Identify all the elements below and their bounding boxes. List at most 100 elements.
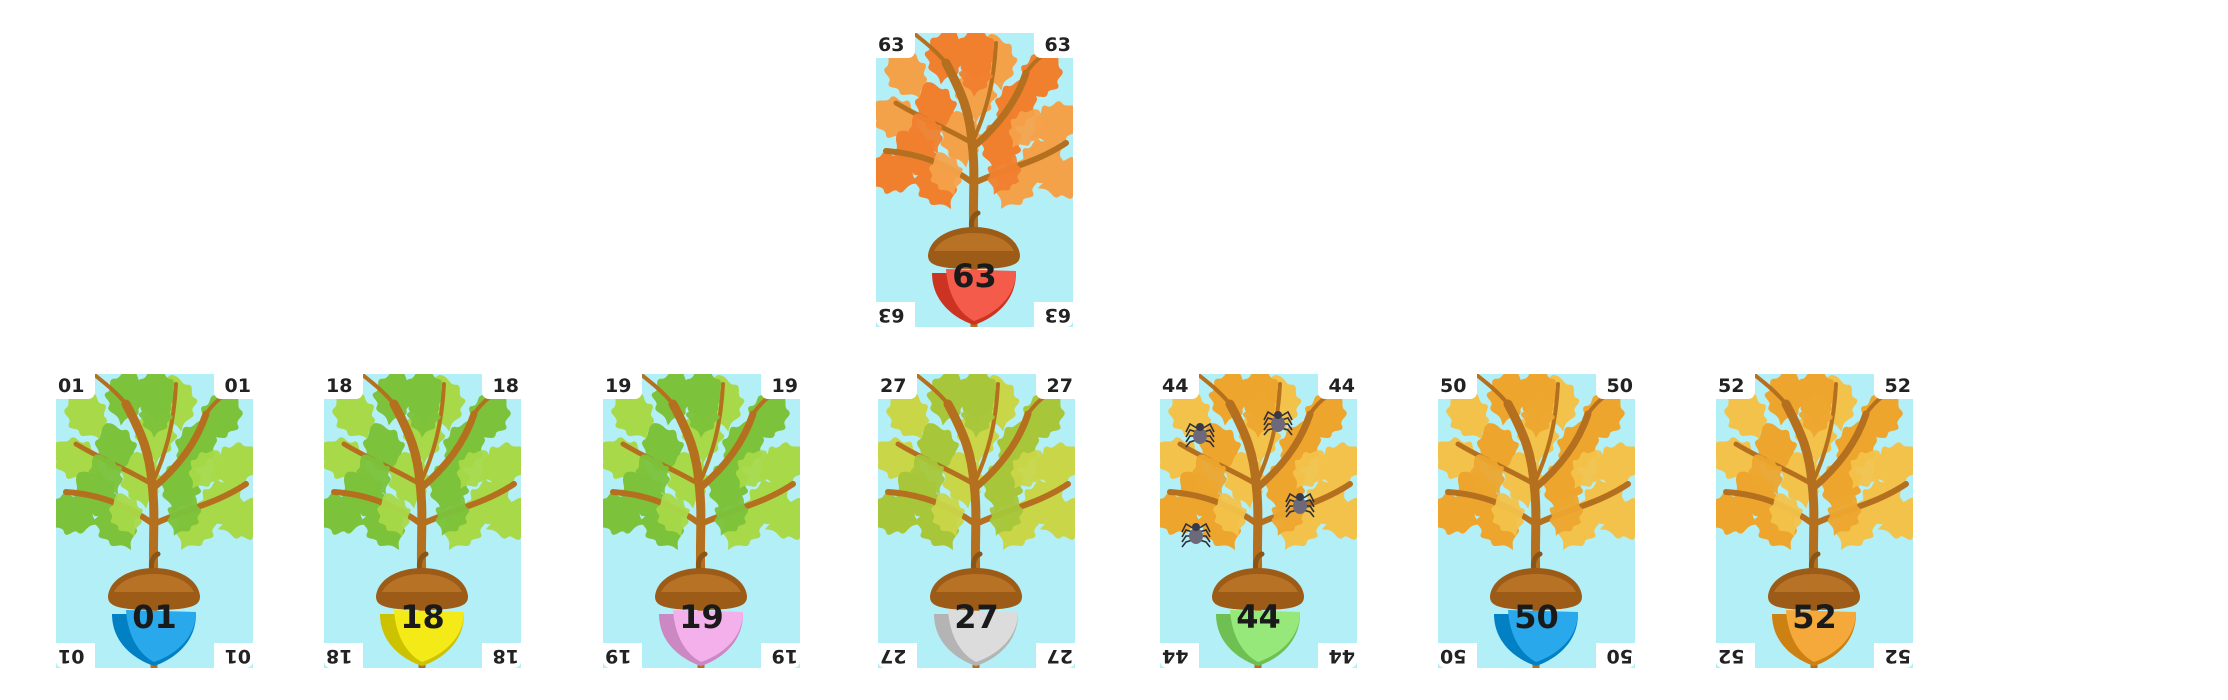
oak-leaf-icon bbox=[886, 389, 929, 440]
oak-leaf-icon bbox=[217, 498, 253, 540]
oak-leaf-icon bbox=[917, 423, 959, 478]
oak-leaf-icon bbox=[924, 33, 967, 85]
oak-tree-art bbox=[878, 374, 1075, 668]
card-19[interactable]: 19 19 19 19 19 bbox=[603, 374, 800, 668]
oak-leaf-icon bbox=[651, 374, 694, 426]
oak-leaf-icon bbox=[1570, 450, 1606, 489]
oak-leaf-icon bbox=[324, 437, 370, 480]
card-18[interactable]: 18 18 18 18 18 bbox=[324, 374, 521, 668]
card-rank-bottom-right: 52 bbox=[1874, 643, 1913, 668]
oak-leaf-icon bbox=[642, 423, 684, 478]
oak-leaf-icon bbox=[735, 450, 771, 489]
oak-leaf-icon bbox=[485, 498, 521, 540]
card-rank-top-left: 63 bbox=[876, 33, 915, 58]
oak-leaf-icon bbox=[1764, 374, 1807, 426]
card-rank-top-right: 19 bbox=[761, 374, 800, 399]
acorn-icon bbox=[655, 551, 747, 666]
acorn-number: 63 bbox=[952, 257, 997, 295]
oak-leaf-icon bbox=[714, 493, 749, 536]
spider-icon bbox=[1181, 522, 1211, 548]
card-rank-top-right: 44 bbox=[1318, 374, 1357, 399]
oak-leaf-icon bbox=[1039, 498, 1075, 540]
card-rank-top-left: 27 bbox=[878, 374, 917, 399]
card-rank-bottom-left: 18 bbox=[324, 643, 363, 668]
oak-tree-art bbox=[56, 374, 253, 668]
oak-leaf-icon bbox=[456, 450, 492, 489]
card-rank-bottom-right: 27 bbox=[1036, 643, 1075, 668]
oak-leaf-icon bbox=[1549, 493, 1584, 536]
oak-leaf-icon bbox=[377, 493, 411, 537]
card-27[interactable]: 27 27 27 27 27 bbox=[878, 374, 1075, 668]
oak-leaf-icon bbox=[1716, 437, 1762, 480]
card-rank-top-right: 63 bbox=[1034, 33, 1073, 58]
oak-leaf-icon bbox=[356, 454, 391, 495]
oak-leaf-icon bbox=[1160, 493, 1204, 535]
oak-leaf-icon bbox=[603, 493, 647, 535]
spider-icon bbox=[1285, 492, 1315, 518]
acorn-icon bbox=[930, 551, 1022, 666]
card-rank-top-right: 52 bbox=[1874, 374, 1913, 399]
oak-leaf-icon bbox=[1870, 442, 1913, 485]
oak-leaf-icon bbox=[1008, 109, 1044, 148]
oak-leaf-icon bbox=[1748, 454, 1783, 495]
acorn-icon bbox=[1768, 551, 1860, 666]
card-50[interactable]: 50 50 50 50 50 bbox=[1438, 374, 1635, 668]
acorn-icon bbox=[108, 551, 200, 666]
card-44[interactable]: 44 44 44 44 44 bbox=[1160, 374, 1357, 668]
card-rank-bottom-left: 50 bbox=[1438, 643, 1477, 668]
card-63[interactable]: 63 63 63 63 63 bbox=[876, 33, 1073, 327]
oak-leaf-icon bbox=[635, 454, 670, 495]
oak-leaf-icon bbox=[989, 493, 1024, 536]
acorn-icon bbox=[376, 551, 468, 666]
oak-leaf-icon bbox=[1208, 374, 1251, 426]
card-rank-bottom-left: 19 bbox=[603, 643, 642, 668]
oak-leaf-icon bbox=[332, 389, 375, 440]
oak-leaf-icon bbox=[435, 493, 470, 536]
card-01[interactable]: 01 01 01 01 01 bbox=[56, 374, 253, 668]
oak-leaf-icon bbox=[1848, 450, 1884, 489]
oak-leaf-icon bbox=[611, 389, 654, 440]
card-rank-top-left: 52 bbox=[1716, 374, 1755, 399]
oak-leaf-icon bbox=[961, 392, 995, 438]
oak-tree-art bbox=[1716, 374, 1913, 668]
oak-leaf-icon bbox=[1213, 493, 1247, 537]
oak-leaf-icon bbox=[1592, 442, 1635, 485]
oak-leaf-icon bbox=[926, 374, 969, 426]
acorn-icon bbox=[928, 210, 1020, 325]
oak-leaf-icon bbox=[1477, 423, 1519, 478]
oak-leaf-icon bbox=[56, 493, 100, 535]
oak-leaf-icon bbox=[1716, 493, 1760, 535]
oak-leaf-icon bbox=[139, 392, 173, 438]
acorn-icon bbox=[1490, 551, 1582, 666]
card-rank-top-right: 18 bbox=[482, 374, 521, 399]
acorn-number: 27 bbox=[954, 598, 999, 636]
card-52[interactable]: 52 52 52 52 52 bbox=[1716, 374, 1913, 668]
oak-leaf-icon bbox=[1438, 493, 1482, 535]
oak-leaf-icon bbox=[884, 48, 927, 99]
oak-leaf-icon bbox=[1292, 450, 1328, 489]
oak-tree-art bbox=[1438, 374, 1635, 668]
card-rank-bottom-left: 63 bbox=[876, 302, 915, 327]
card-rank-bottom-right: 01 bbox=[214, 643, 253, 668]
oak-leaf-icon bbox=[915, 82, 957, 137]
oak-leaf-icon bbox=[1037, 157, 1073, 199]
oak-leaf-icon bbox=[1755, 423, 1797, 478]
oak-tree-art bbox=[324, 374, 521, 668]
oak-tree-art bbox=[1160, 374, 1357, 668]
card-rank-bottom-right: 63 bbox=[1034, 302, 1073, 327]
oak-leaf-icon bbox=[1486, 374, 1529, 426]
oak-leaf-icon bbox=[210, 442, 253, 485]
acorn-number: 01 bbox=[132, 598, 177, 636]
oak-leaf-icon bbox=[959, 51, 993, 97]
spider-icon bbox=[1185, 422, 1215, 448]
oak-leaf-icon bbox=[1491, 493, 1525, 537]
oak-tree-art bbox=[603, 374, 800, 668]
acorn-number: 44 bbox=[1236, 598, 1281, 636]
oak-leaf-icon bbox=[1010, 450, 1046, 489]
card-rank-top-right: 27 bbox=[1036, 374, 1075, 399]
card-rank-top-right: 01 bbox=[214, 374, 253, 399]
oak-leaf-icon bbox=[1521, 392, 1555, 438]
oak-leaf-icon bbox=[407, 392, 441, 438]
oak-leaf-icon bbox=[908, 113, 943, 154]
oak-leaf-icon bbox=[1030, 101, 1073, 144]
